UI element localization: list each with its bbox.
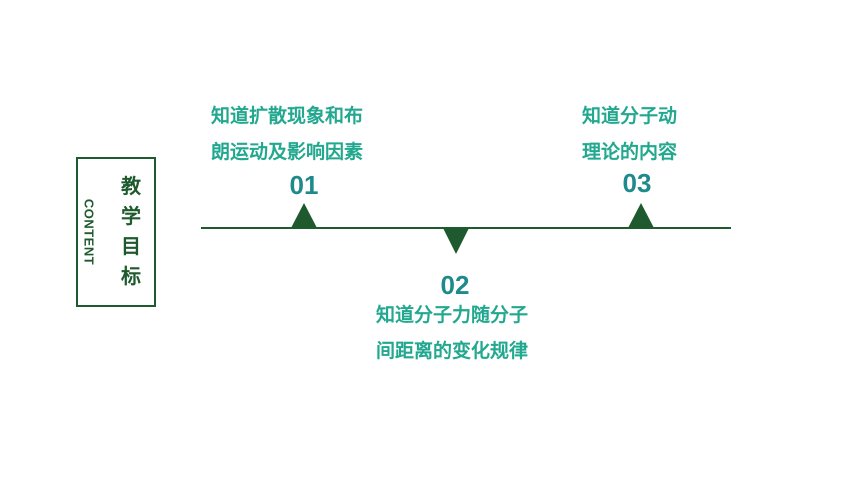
title-char-1: 教 bbox=[121, 174, 141, 198]
point-2-line-2: 间距离的变化规律 bbox=[376, 340, 529, 362]
title-char-4: 标 bbox=[121, 264, 141, 288]
title-char-3: 目 bbox=[121, 234, 141, 258]
point-1-description: 知道扩散现象和布 朗运动及影响因素 bbox=[211, 98, 363, 170]
title-box bbox=[76, 157, 156, 307]
point-1-marker-triangle-up-icon bbox=[291, 203, 317, 228]
title-english: CONTENT bbox=[81, 198, 97, 266]
title-char-2: 学 bbox=[121, 204, 141, 228]
point-1-line-2: 朗运动及影响因素 bbox=[211, 141, 364, 163]
point-1-line-1: 知道扩散现象和布 bbox=[211, 105, 364, 127]
point-3-marker-triangle-up-icon bbox=[628, 203, 654, 228]
point-3-number: 03 bbox=[622, 168, 652, 198]
point-2-description: 知道分子力随分子 间距离的变化规律 bbox=[376, 297, 528, 369]
point-1-number: 01 bbox=[289, 170, 319, 200]
point-2-number: 02 bbox=[440, 270, 470, 300]
point-2-line-1: 知道分子力随分子 bbox=[376, 304, 529, 326]
point-3-description: 知道分子动 理论的内容 bbox=[582, 98, 677, 170]
point-3-line-2: 理论的内容 bbox=[582, 141, 678, 163]
title-chinese: 教 学 目 标 bbox=[118, 176, 144, 286]
point-3-line-1: 知道分子动 bbox=[582, 105, 678, 127]
point-2-marker-triangle-down-icon bbox=[443, 228, 469, 254]
